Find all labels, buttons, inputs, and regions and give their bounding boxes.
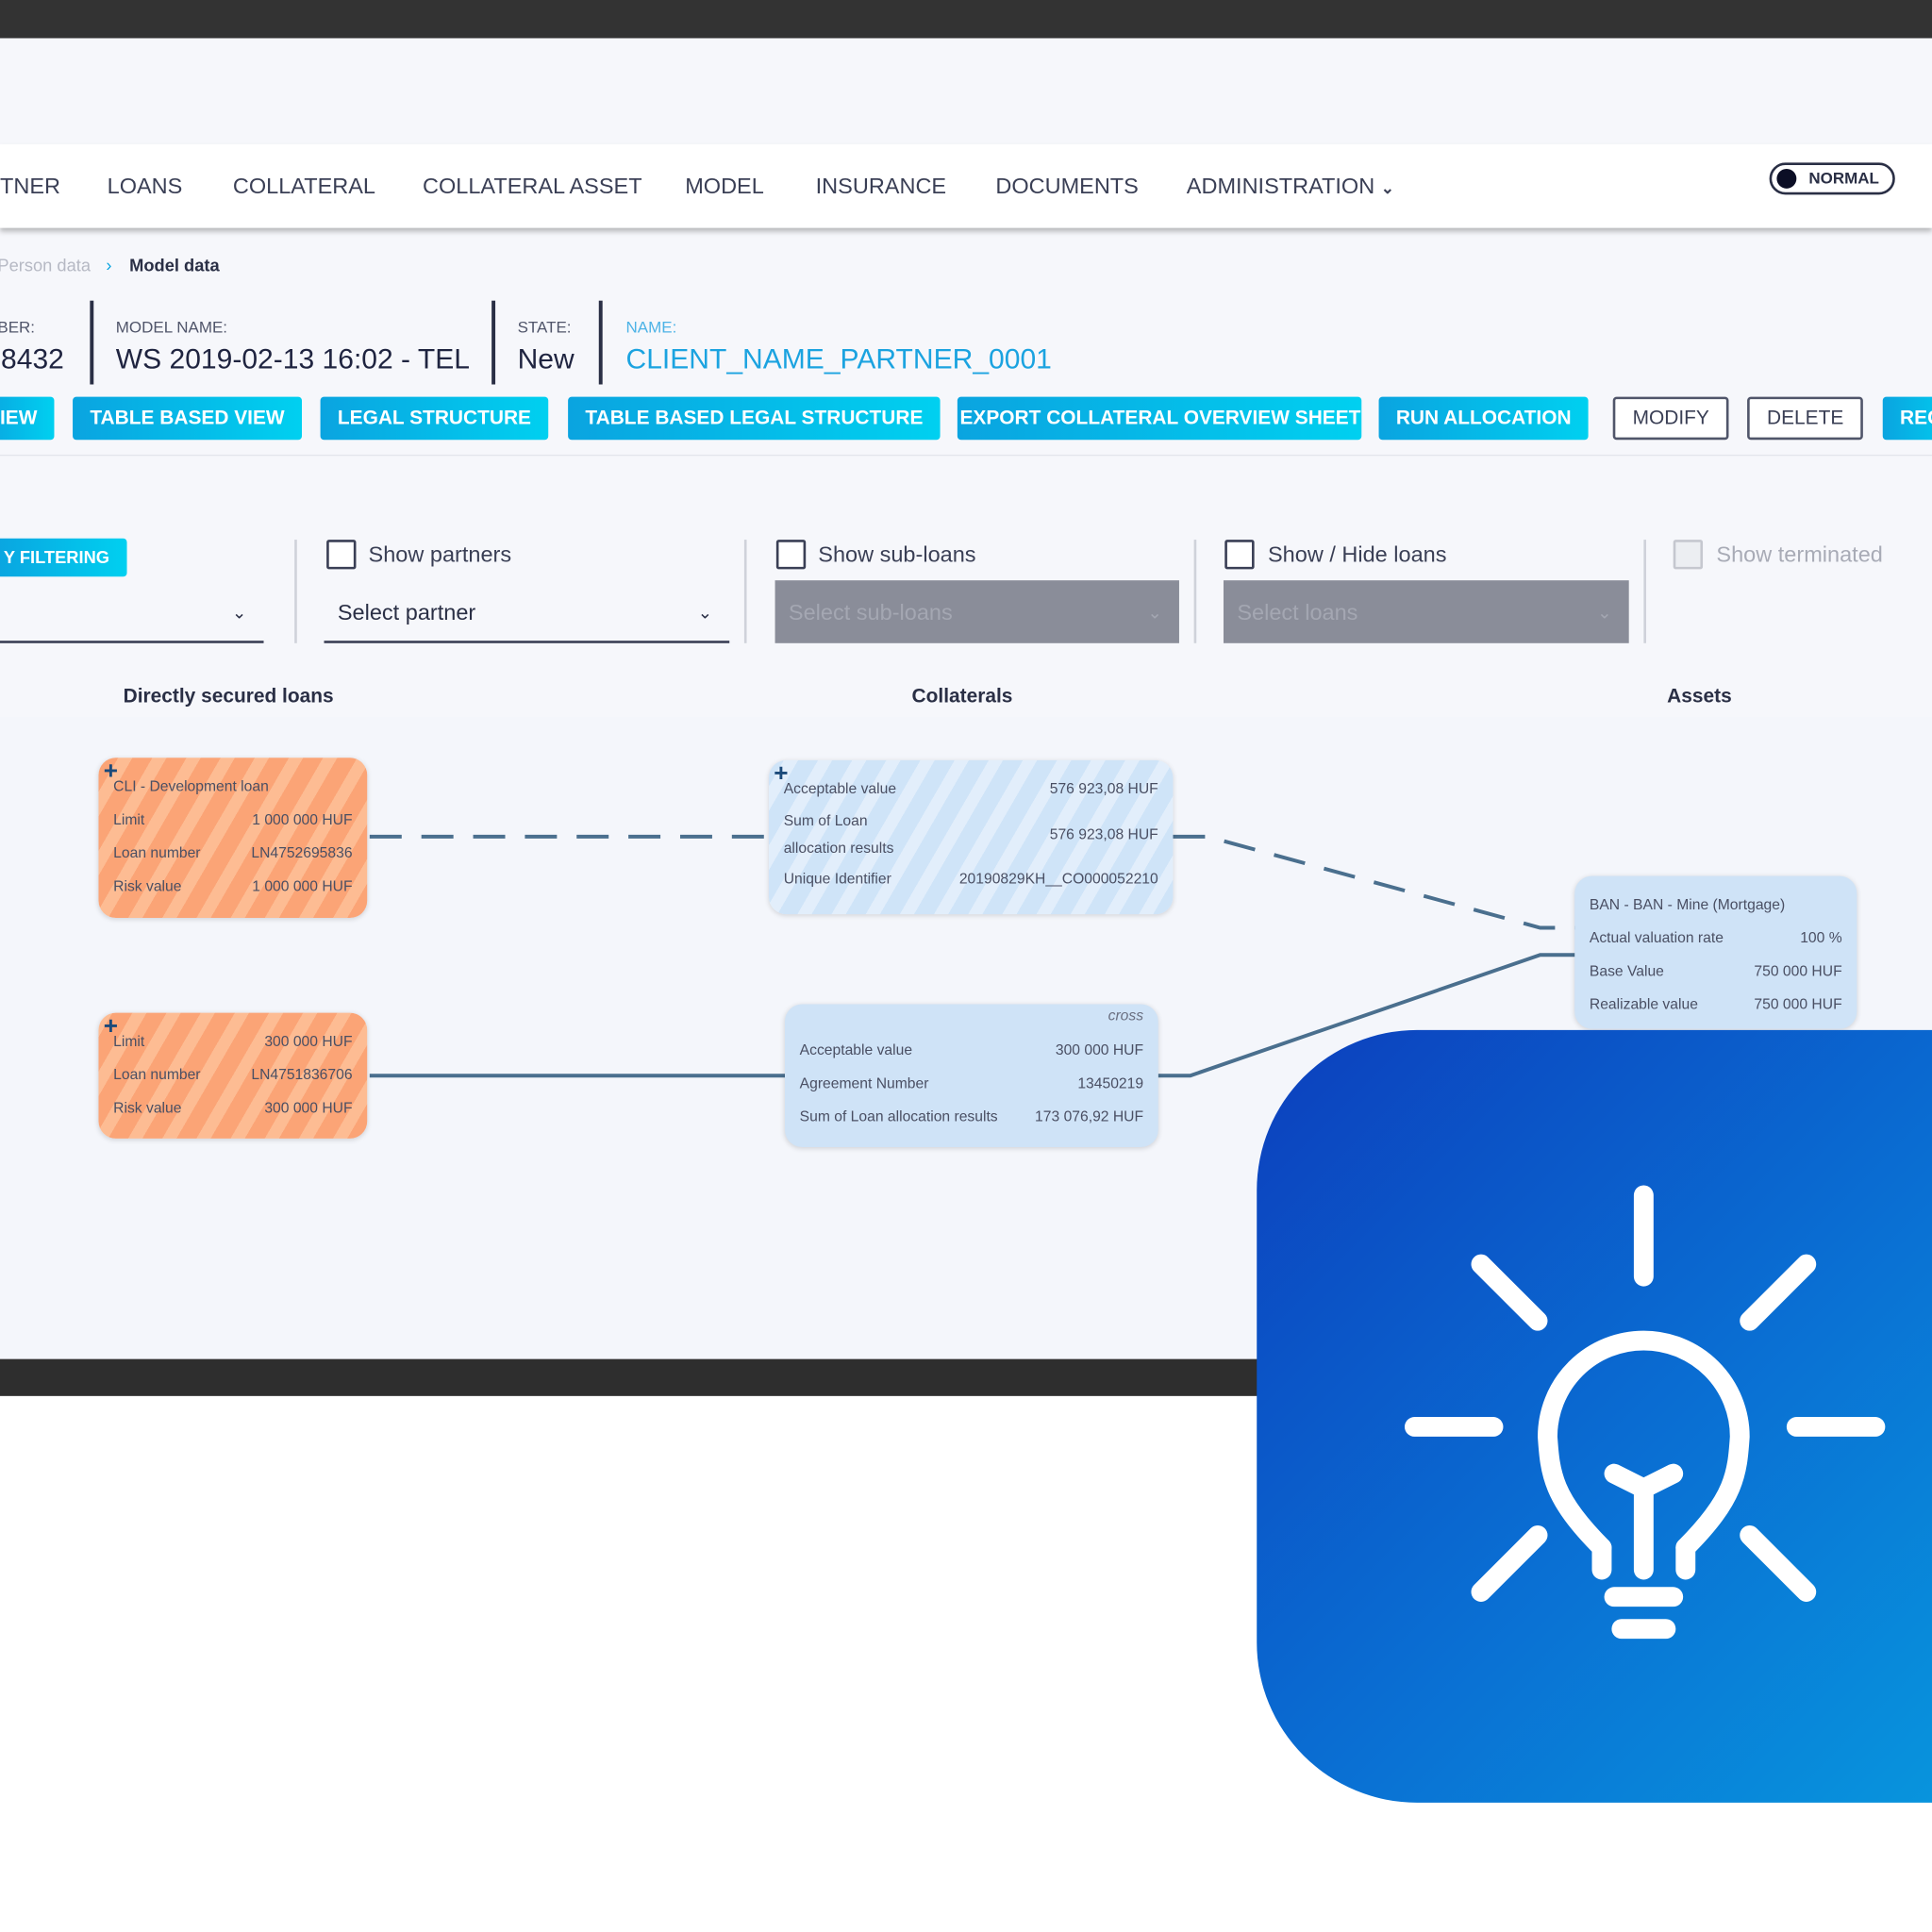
divider (90, 300, 94, 385)
show-sub-loans-label: Show sub-loans (818, 541, 976, 567)
lightbulb-icon (1404, 1185, 1886, 1640)
show-partners-checkbox[interactable] (326, 540, 357, 570)
select-sub-loans-dropdown[interactable]: Select sub-loans ⌄ (774, 580, 1179, 643)
nav-collateral-asset[interactable]: COLLATERAL ASSET (422, 174, 642, 199)
loan-title: CLI - Development loan (113, 777, 269, 795)
nav-model[interactable]: MODEL (685, 174, 764, 199)
top-frame-bar (0, 0, 1932, 39)
asset-title: BAN - BAN - Mine (Mortgage) (1589, 895, 1786, 913)
nav-documents[interactable]: DOCUMENTS (995, 174, 1139, 199)
link-dashed (1173, 834, 1577, 930)
link-solid (1158, 953, 1577, 1078)
chevron-down-icon: ⌄ (1597, 602, 1612, 623)
nav-insurance[interactable]: INSURANCE (815, 174, 947, 199)
nav-collateral[interactable]: COLLATERAL (232, 174, 375, 199)
select-partner-value: Select partner (337, 600, 476, 625)
model-name-value: WS 2019-02-13 16:02 - TEL (115, 342, 470, 375)
chevron-down-icon: ⌄ (697, 602, 712, 623)
filter-select[interactable]: ⌄ (0, 580, 264, 643)
column-heading-assets: Assets (1667, 686, 1732, 708)
breadcrumb-chevron-icon: › (106, 255, 112, 275)
export-collateral-overview-button[interactable]: EXPORT COLLATERAL OVERVIEW SHEET (957, 396, 1362, 441)
divider (491, 300, 496, 385)
number-label: BER: (0, 317, 36, 337)
chevron-down-icon: ⌄ (1147, 602, 1162, 623)
lightbulb-app-icon (1257, 1029, 1932, 1803)
model-name-label: MODEL NAME: (115, 317, 228, 337)
name-label: NAME: (625, 317, 677, 337)
state-label: STATE: (517, 317, 572, 337)
expand-plus-icon[interactable]: + (103, 758, 118, 785)
nav-administration[interactable]: ADMINISTRATION ⌄ (1187, 174, 1394, 199)
select-loans-dropdown[interactable]: Select loans ⌄ (1223, 580, 1629, 643)
run-allocation-button[interactable]: RUN ALLOCATION (1378, 396, 1589, 441)
divider (1193, 540, 1197, 643)
asset-node[interactable]: BAN - BAN - Mine (Mortgage) Actual valua… (1574, 875, 1857, 1029)
select-sub-loans-value: Select sub-loans (788, 600, 953, 625)
show-sub-loans-checkbox[interactable] (775, 540, 807, 570)
divider (294, 540, 297, 643)
chevron-down-icon: ⌄ (231, 602, 247, 623)
breadcrumb-current: Model data (129, 255, 220, 275)
rec-button[interactable]: REC (1882, 396, 1932, 441)
delete-button[interactable]: DELETE (1747, 396, 1864, 441)
cross-tag: cross (1108, 1007, 1144, 1024)
show-hide-loans-checkbox[interactable] (1224, 540, 1255, 570)
show-hide-loans-label: Show / Hide loans (1267, 541, 1447, 567)
show-terminated-label: Show terminated (1716, 541, 1883, 567)
main-nav: TNER LOANS COLLATERAL COLLATERAL ASSET M… (0, 143, 1932, 228)
divider (1643, 540, 1646, 643)
table-based-legal-structure-button[interactable]: TABLE BASED LEGAL STRUCTURE (568, 396, 941, 441)
modify-button[interactable]: MODIFY (1612, 396, 1729, 441)
breadcrumb-parent[interactable]: Person data (0, 255, 91, 275)
view-button[interactable]: IEW (0, 396, 55, 441)
nav-loans[interactable]: LOANS (107, 174, 183, 199)
nav-partner[interactable]: TNER (0, 174, 60, 199)
filtering-button[interactable]: Y FILTERING (0, 538, 127, 577)
name-value: CLIENT_NAME_PARTNER_0001 (625, 342, 1052, 375)
nav-administration-label: ADMINISTRATION (1186, 174, 1375, 199)
state-value: New (517, 342, 575, 375)
expand-plus-icon[interactable]: + (103, 1012, 118, 1041)
mode-toggle[interactable]: NORMAL (1769, 162, 1895, 195)
expand-plus-icon[interactable]: + (774, 759, 789, 788)
chevron-down-icon: ⌄ (1380, 178, 1394, 197)
column-heading-loans: Directly secured loans (123, 686, 334, 708)
number-value: 78432 (0, 342, 64, 375)
legal-structure-button[interactable]: LEGAL STRUCTURE (320, 396, 549, 441)
diagram-links (369, 834, 1577, 1078)
show-terminated-checkbox[interactable] (1673, 540, 1704, 570)
table-based-view-button[interactable]: TABLE BASED VIEW (73, 396, 302, 441)
divider (743, 540, 747, 643)
column-heading-collaterals: Collaterals (911, 686, 1013, 708)
divider (0, 454, 1932, 457)
show-partners-label: Show partners (368, 541, 512, 567)
divider (598, 300, 603, 385)
select-partner-dropdown[interactable]: Select partner ⌄ (324, 580, 730, 643)
select-loans-value: Select loans (1237, 600, 1358, 625)
